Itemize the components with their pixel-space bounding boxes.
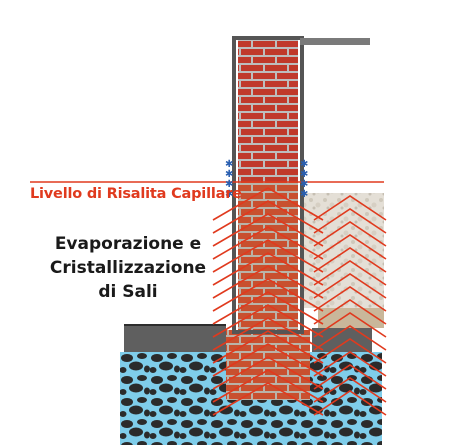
floor-slab-left xyxy=(124,325,226,352)
chevron-right xyxy=(313,260,387,286)
svg-text:✱: ✱ xyxy=(225,169,233,180)
chevron-right xyxy=(313,273,387,299)
chevron-center xyxy=(212,187,324,221)
chevron-center xyxy=(212,304,324,338)
chevron-right xyxy=(313,351,387,377)
svg-text:✱: ✱ xyxy=(300,189,308,200)
asterisk-icon: ✱✱✱✱ ✱✱✱✱ xyxy=(225,159,308,200)
svg-text:✱: ✱ xyxy=(300,179,308,190)
chevron-center xyxy=(212,343,324,377)
capillary-chevrons xyxy=(212,187,387,416)
wall-outline xyxy=(232,36,304,334)
chevron-right xyxy=(313,390,387,416)
chevron-right xyxy=(313,195,387,221)
svg-text:✱: ✱ xyxy=(225,179,233,190)
capillary-level-label: Livello di Risalita Capillare xyxy=(30,186,242,202)
chevron-right xyxy=(313,325,387,351)
chevron-center xyxy=(212,200,324,234)
chevron-right xyxy=(313,234,387,260)
chevron-center xyxy=(212,265,324,299)
chevron-right xyxy=(313,286,387,312)
chevron-right xyxy=(313,338,387,364)
svg-text:✱: ✱ xyxy=(300,159,308,170)
chevron-center xyxy=(212,291,324,325)
evaporation-label: Evaporazione e Cristallizzazione di Sali xyxy=(38,232,218,304)
chevron-right xyxy=(313,377,387,403)
chevron-center xyxy=(212,278,324,312)
evaporation-line-3: di Sali xyxy=(98,282,158,302)
chevron-center xyxy=(212,213,324,247)
svg-text:✱: ✱ xyxy=(225,189,233,200)
chevron-center xyxy=(212,239,324,273)
evaporation-line-2: Cristallizzazione xyxy=(49,258,207,278)
chevron-center xyxy=(212,330,324,364)
svg-text:✱: ✱ xyxy=(225,159,233,170)
chevron-center xyxy=(212,317,324,351)
svg-text:✱: ✱ xyxy=(300,169,308,180)
plaster-surface xyxy=(300,193,384,308)
wall-bricks-wet xyxy=(238,182,298,330)
chevron-right xyxy=(313,299,387,325)
chevron-center xyxy=(212,382,324,416)
chevron-right xyxy=(313,364,387,390)
chevron-right xyxy=(313,221,387,247)
chevron-right xyxy=(313,208,387,234)
chevron-center xyxy=(212,356,324,390)
top-plate xyxy=(300,38,370,45)
chevron-center xyxy=(212,226,324,260)
chevron-right xyxy=(313,312,387,338)
chevron-center xyxy=(212,369,324,403)
evaporation-line-1: Evaporazione e xyxy=(54,234,202,254)
chevron-right xyxy=(313,247,387,273)
chevron-center xyxy=(212,252,324,286)
foundation-bricks xyxy=(226,330,310,400)
plaster-base xyxy=(318,308,384,328)
